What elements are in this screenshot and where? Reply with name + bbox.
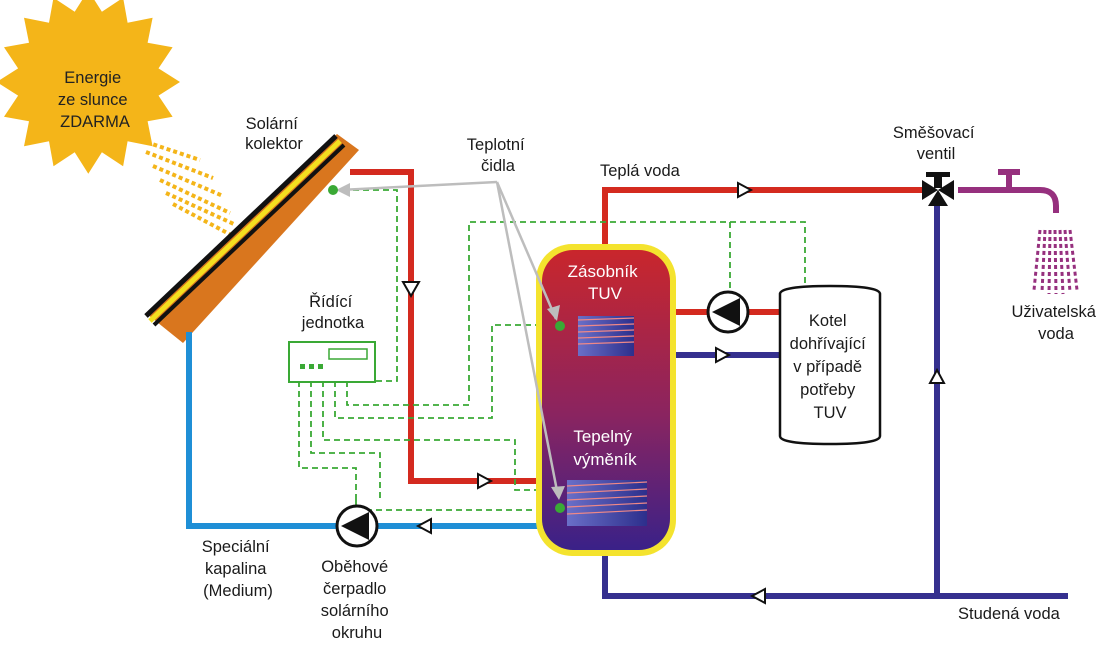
mixing-valve-icon bbox=[922, 172, 954, 206]
svg-text:Zásobník TUV: Zásobník TUV bbox=[568, 262, 643, 303]
pump-label-4: okruhu bbox=[332, 624, 382, 642]
sun-icon bbox=[0, 0, 237, 238]
control-unit bbox=[288, 341, 376, 383]
sensors-label-2: čidla bbox=[481, 157, 516, 175]
svg-text:Řídící jednotka: Řídící jednotka bbox=[301, 292, 365, 332]
sun-label-1: Energie bbox=[64, 69, 121, 87]
user-water-label-2: voda bbox=[1038, 325, 1075, 343]
boiler-label-2: dohřívající bbox=[790, 335, 867, 353]
sun-burst bbox=[0, 0, 180, 174]
exchanger-label-1: Tepelný bbox=[573, 427, 632, 446]
tank-label-2: TUV bbox=[588, 284, 623, 303]
svg-text:Solární kolektor: Solární kolektor bbox=[245, 115, 303, 153]
boiler-label-5: TUV bbox=[814, 404, 847, 422]
sun-rays bbox=[139, 138, 237, 238]
exchanger-label-2: výměník bbox=[573, 450, 637, 469]
shower-icon bbox=[1032, 229, 1079, 295]
tank-lower-coil bbox=[566, 480, 648, 526]
mixing-valve-label-2: ventil bbox=[917, 145, 956, 163]
svg-text:Tepelný výměník: Tepelný výměník bbox=[573, 427, 637, 469]
svg-text:Kotel dohřívající v př: Kotel dohřívající v případě potřeby TUV bbox=[790, 312, 871, 422]
fluid-label-1: Speciální bbox=[202, 538, 270, 556]
boiler-label-1: Kotel bbox=[809, 312, 847, 330]
svg-text:Teplotní čidla: Teplotní čidla bbox=[467, 136, 529, 175]
tank-label-1: Zásobník bbox=[568, 262, 638, 281]
cold-water-label: Studená voda bbox=[958, 605, 1061, 623]
sun-label-2: ze slunce bbox=[58, 91, 128, 109]
fluid-label-2: kapalina bbox=[205, 560, 267, 578]
solar-hot-pipe bbox=[350, 169, 567, 484]
boiler-label-4: potřeby bbox=[800, 381, 856, 399]
sensor-pointers bbox=[339, 180, 560, 497]
svg-text:Směšovací ventil: Směšovací ventil bbox=[893, 124, 979, 163]
control-unit-label-2: jednotka bbox=[301, 314, 365, 332]
pump-label-2: čerpadlo bbox=[323, 580, 386, 598]
svg-text:Speciální kapalina (Me: Speciální kapalina (Medium) bbox=[202, 538, 274, 600]
svg-text:Energie ze slunce ZDAR: Energie ze slunce ZDARMA bbox=[58, 69, 132, 131]
solar-return-pipe bbox=[186, 332, 652, 529]
sun-label-3: ZDARMA bbox=[60, 113, 130, 131]
collector-label-1: Solární bbox=[246, 115, 299, 133]
tank-upper-coil bbox=[577, 316, 635, 356]
boiler bbox=[778, 284, 882, 446]
mixing-valve-label-1: Směšovací bbox=[893, 124, 975, 142]
boiler-label-3: v případě bbox=[793, 358, 862, 376]
temperature-sensors bbox=[328, 185, 565, 513]
user-water-pipe bbox=[958, 169, 1059, 213]
fluid-label-3: (Medium) bbox=[203, 582, 273, 600]
storage-tank bbox=[536, 244, 676, 556]
sensor-arrowheads bbox=[336, 183, 565, 500]
solar-collector bbox=[144, 134, 359, 343]
boiler-pump-icon bbox=[706, 290, 750, 334]
control-unit-label-1: Řídící bbox=[309, 292, 353, 311]
solar-pump-icon bbox=[335, 504, 379, 548]
user-water-label-1: Uživatelská bbox=[1012, 303, 1097, 321]
flow-arrows bbox=[401, 181, 946, 605]
svg-text:Uživatelská voda: Uživatelská voda bbox=[1012, 303, 1101, 343]
collector-label-2: kolektor bbox=[245, 135, 303, 153]
pump-label-1: Oběhové bbox=[321, 558, 388, 576]
svg-text:Oběhové čerpadlo solár: Oběhové čerpadlo solárního okruhu bbox=[321, 558, 393, 642]
pump-label-3: solárního bbox=[321, 602, 389, 620]
hot-water-label: Teplá voda bbox=[600, 162, 681, 180]
sensors-label-1: Teplotní bbox=[467, 136, 525, 154]
